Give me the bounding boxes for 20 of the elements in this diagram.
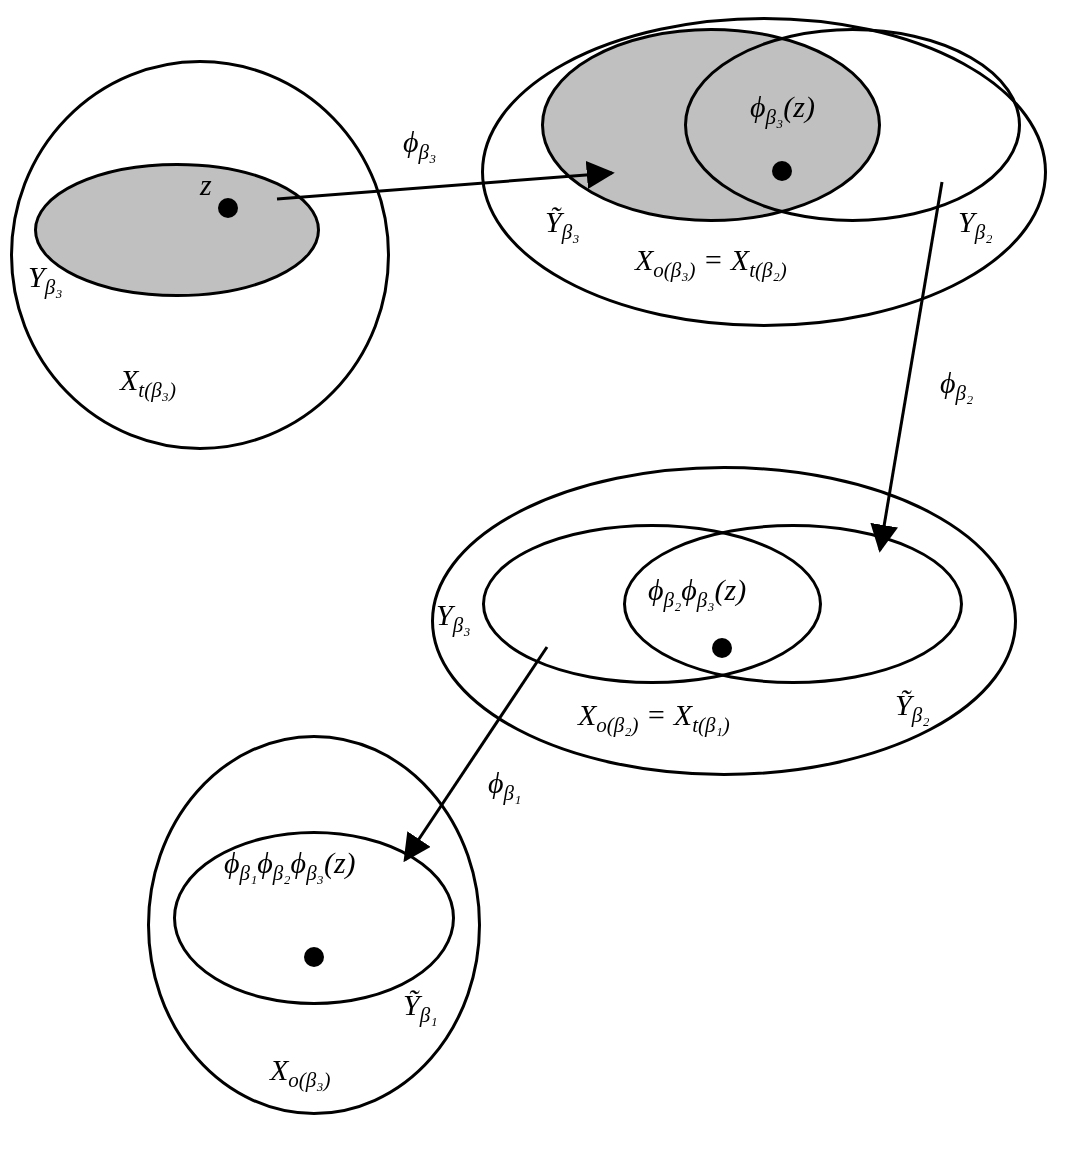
set-label: Y$_{β₃}$ [436, 600, 471, 636]
point-label: ϕ$_{β₃}$(z) [750, 92, 815, 128]
edge-label: ϕ$_{β₃}$ [403, 127, 437, 163]
point-label: ϕ$_{β₁}$ϕ$_{β₂}$ϕ$_{β₃}$(z) [224, 848, 356, 884]
set-label: Y$_{β₃}$ [28, 262, 63, 298]
set-label: X$_{o(β₃)}$ = X$_{t(β₂)}$ [635, 245, 787, 281]
set-label: X$_{t(β₃)}$ [120, 365, 176, 401]
point-label: ϕ$_{β₂}$ϕ$_{β₃}$(z) [648, 575, 747, 611]
set-label: Ỹ$_{β₂}$ [895, 690, 930, 726]
point-label: z [200, 170, 212, 200]
arrow [403, 646, 549, 863]
arrow [276, 161, 615, 201]
set-label: X$_{o(β₃)}$ [270, 1055, 331, 1091]
arrow [870, 181, 944, 553]
set-label: X$_{o(β₂)}$ = X$_{t(β₁)}$ [578, 700, 730, 736]
set-label: Ỹ$_{β₃}$ [545, 207, 580, 243]
set-label: Ỹ$_{β₁}$ [403, 990, 438, 1026]
set-label: Y$_{β₂}$ [958, 207, 993, 243]
edge-label: ϕ$_{β₁}$ [488, 768, 522, 804]
edge-label: ϕ$_{β₂}$ [940, 368, 974, 404]
